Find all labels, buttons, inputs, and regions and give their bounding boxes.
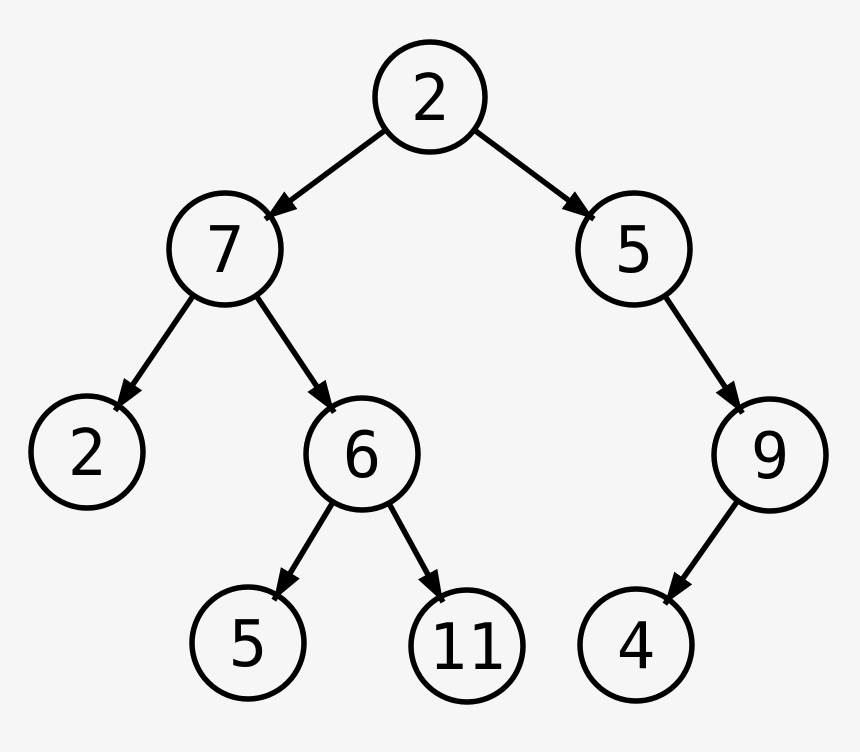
node-label: 5 (229, 608, 268, 682)
tree-node-n4: 4 (577, 586, 695, 704)
node-layer: 2 7 5 2 6 9 5 11 4 (28, 39, 829, 705)
tree-edge-n7-n2l (112, 293, 196, 413)
node-label: 9 (751, 420, 790, 494)
edge-layer (112, 127, 745, 606)
node-circle (189, 584, 307, 702)
tree-node-n11: 11 (408, 587, 526, 705)
tree-edge-n6-n5b (271, 500, 336, 602)
tree-node-root: 2 (372, 39, 488, 155)
tree-node-n6: 6 (303, 395, 421, 513)
node-label: 11 (428, 611, 505, 685)
node-label: 6 (343, 419, 382, 493)
node-circle (577, 586, 695, 704)
tree-node-n9: 9 (711, 396, 829, 514)
node-label: 7 (206, 214, 245, 288)
tree-node-n2l: 2 (28, 393, 146, 511)
tree-edge-n9-n4 (662, 499, 740, 606)
node-label: 5 (615, 214, 654, 288)
node-circle (166, 190, 284, 308)
tree-edge-n6-n11 (386, 501, 446, 604)
tree-edge-n7-n6 (253, 294, 337, 414)
node-label: 4 (617, 610, 656, 684)
tree-edge-n5r-n9 (662, 294, 745, 415)
tree-node-n5b: 5 (189, 584, 307, 702)
node-label: 2 (411, 62, 450, 136)
node-label: 2 (68, 417, 107, 491)
node-circle (711, 396, 829, 514)
tree-edge-root-n7 (263, 127, 388, 222)
node-circle (372, 39, 488, 155)
tree-node-n7: 7 (166, 190, 284, 308)
node-circle (575, 190, 693, 308)
node-circle (303, 395, 421, 513)
tree-node-n5r: 5 (575, 190, 693, 308)
node-circle (28, 393, 146, 511)
tree-edge-root-n5r (472, 127, 596, 222)
node-circle (408, 587, 526, 705)
